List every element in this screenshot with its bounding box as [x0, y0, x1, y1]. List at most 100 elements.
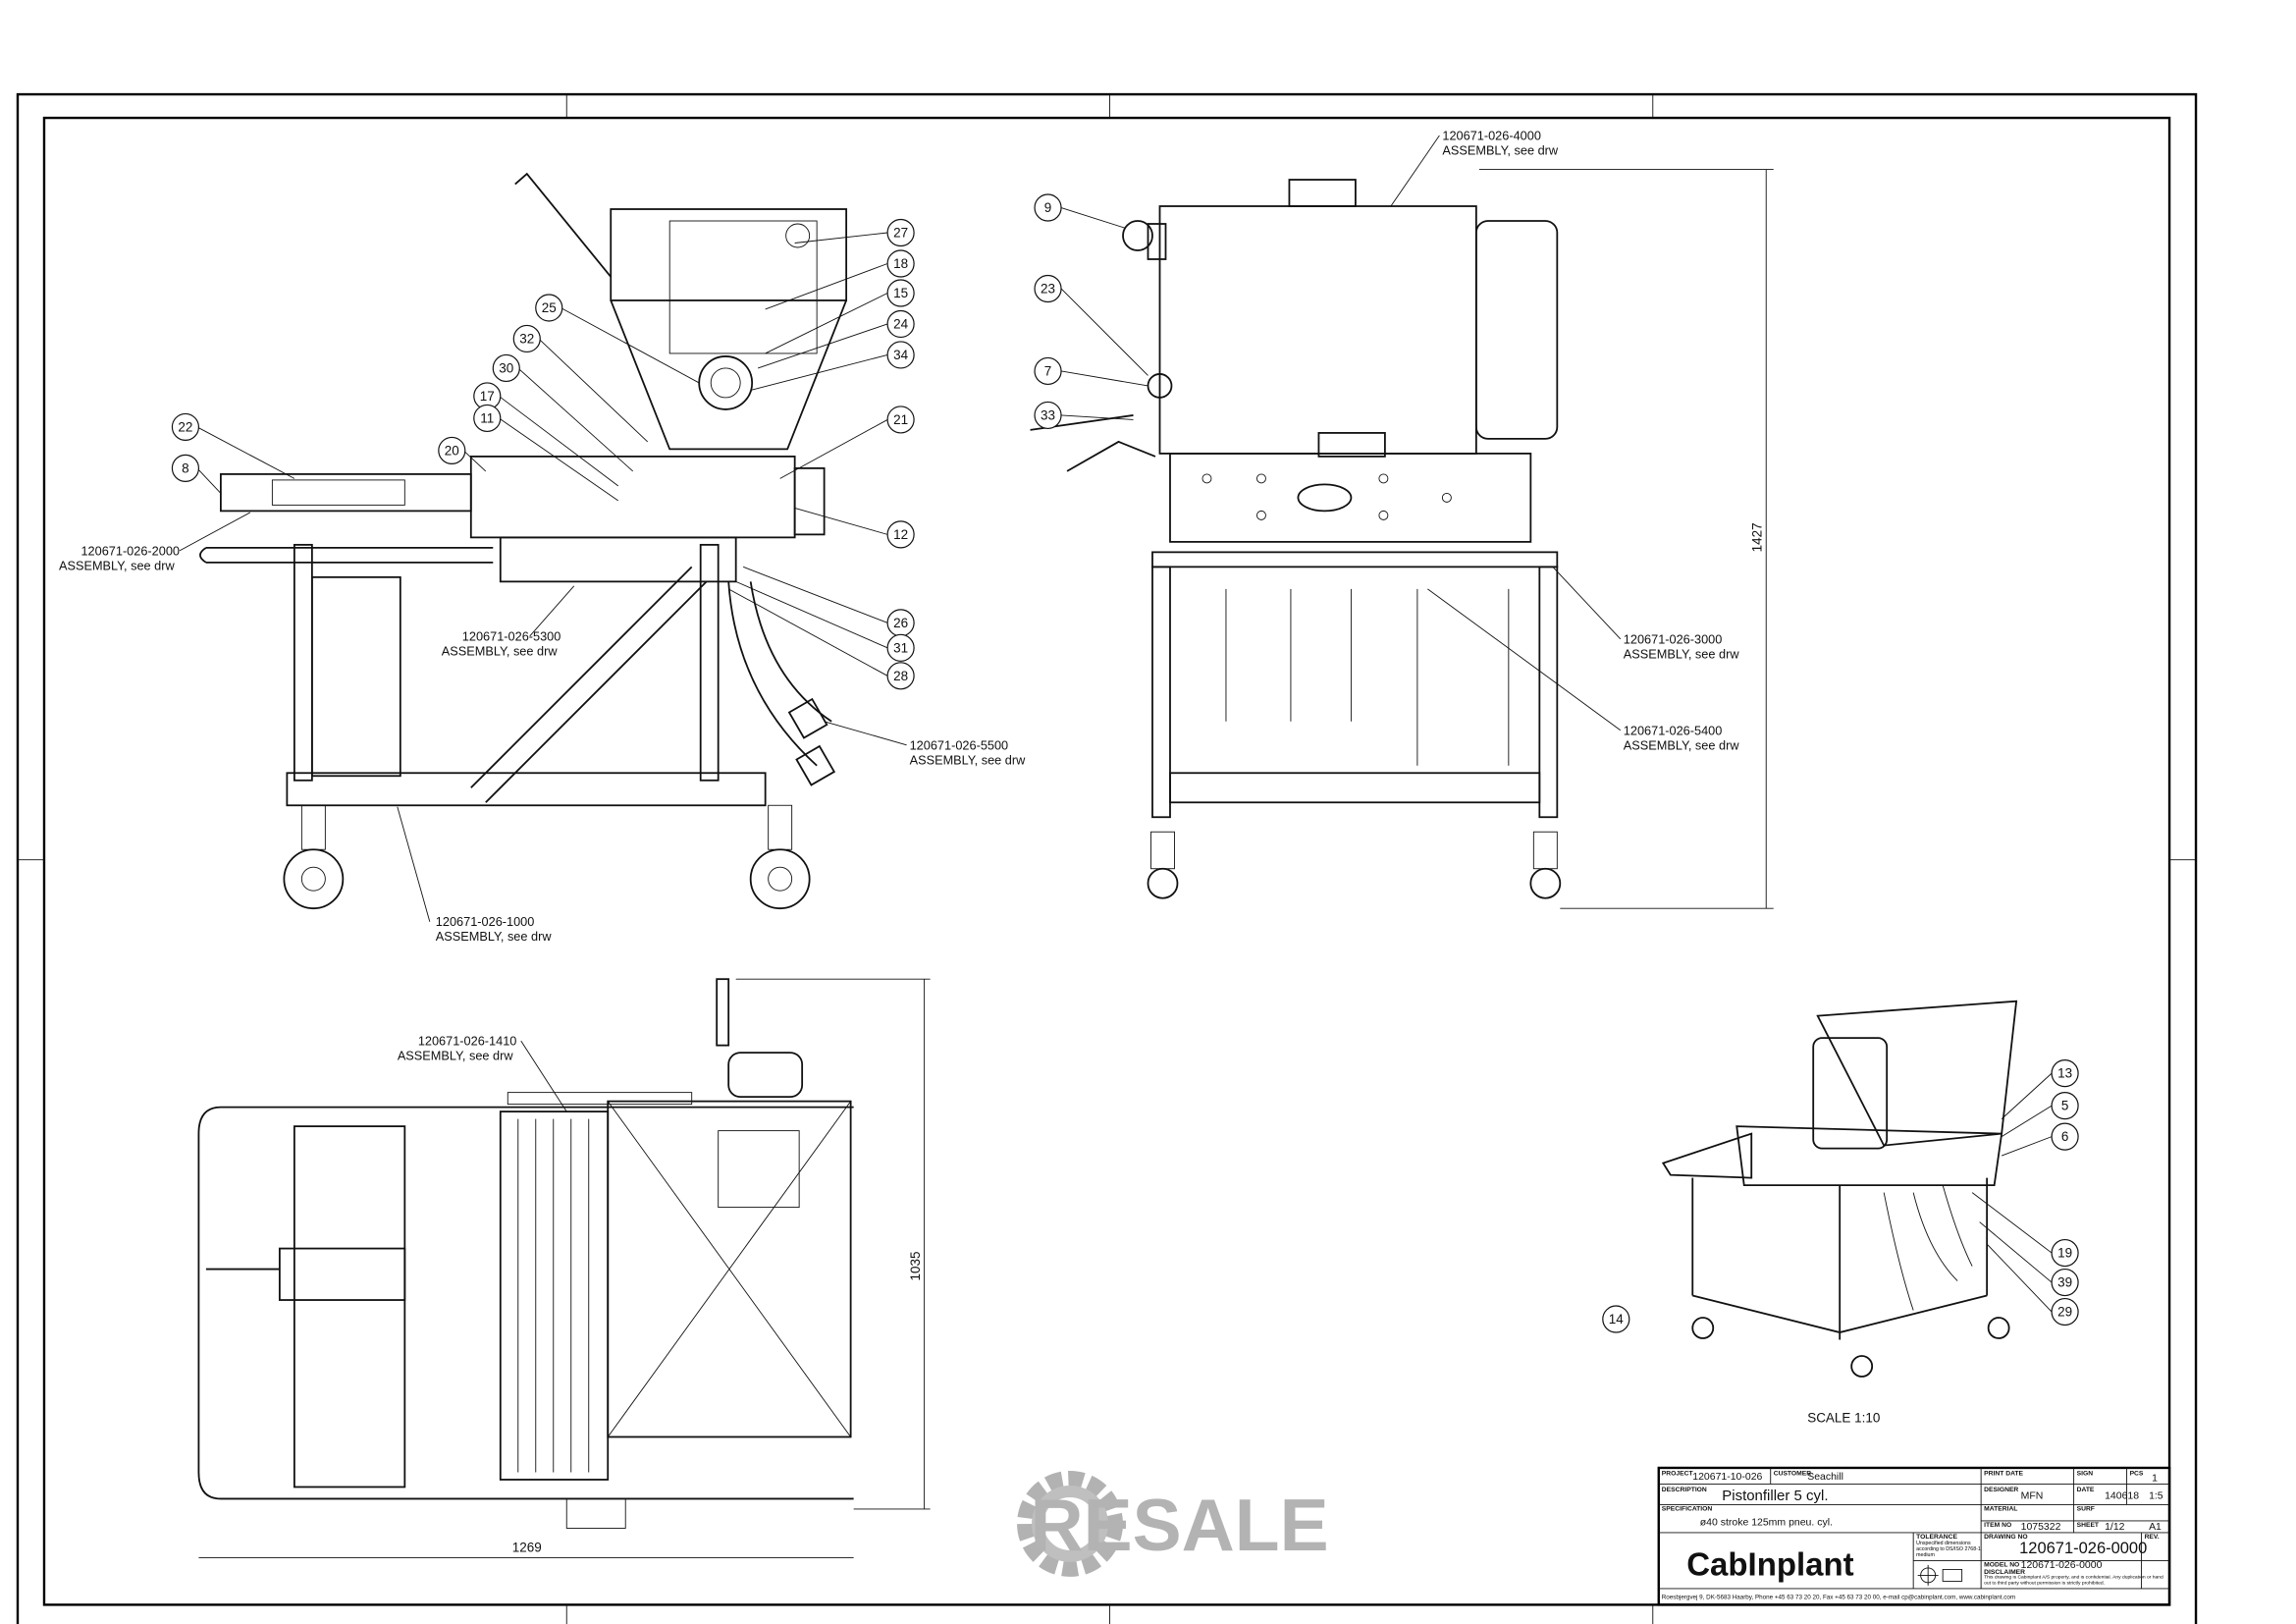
- assemblies-5-code: 120671-026-3000: [1624, 631, 1723, 646]
- callout-13: 13: [2051, 1059, 2079, 1088]
- title_block-print_date_label: PRINT DATE: [1984, 1470, 2023, 1477]
- callouts-front-10: 20: [445, 443, 459, 458]
- title_block-disclaimer_label: DISCLAIMER: [1984, 1569, 2025, 1576]
- assemblies-6-note: ASSEMBLY, see drw: [1624, 737, 1740, 752]
- callouts-iso-0: 13: [2057, 1066, 2072, 1081]
- callout-14: 14: [1602, 1305, 1630, 1333]
- title_block-specification: ø40 stroke 125mm pneu. cyl.: [1700, 1517, 1833, 1528]
- callout-34: 34: [886, 341, 915, 369]
- callouts-iso-4: 39: [2057, 1275, 2072, 1290]
- callout-18: 18: [886, 249, 915, 278]
- callout-31: 31: [886, 633, 915, 662]
- callout-39: 39: [2051, 1268, 2079, 1297]
- callouts-front-2: 15: [893, 286, 908, 300]
- callouts-front-1: 18: [893, 256, 908, 271]
- callout-12: 12: [886, 520, 915, 549]
- title_block-designer_label: DESIGNER: [1984, 1487, 2018, 1493]
- title_block-pcs_label: PCS: [2130, 1470, 2144, 1477]
- title_block-rev_label: REV.: [2145, 1534, 2160, 1541]
- callout-7: 7: [1034, 356, 1062, 386]
- title_block-format: A1: [2149, 1522, 2162, 1533]
- callouts-front-8: 17: [480, 389, 495, 404]
- title_block-date_label: DATE: [2077, 1487, 2095, 1493]
- callout-29: 29: [2051, 1297, 2079, 1326]
- top-view: 1035 1269: [197, 978, 931, 1558]
- title_block-drawing_no_label: DRAWING NO: [1984, 1534, 2028, 1541]
- callout-19: 19: [2051, 1238, 2079, 1268]
- callout-27: 27: [886, 218, 915, 247]
- callouts-iso-3: 19: [2057, 1246, 2072, 1261]
- callout-15: 15: [886, 279, 915, 307]
- title_block-pcs: 1: [2152, 1473, 2158, 1484]
- callouts-front-7: 30: [499, 360, 513, 375]
- callouts-side-2: 7: [1044, 363, 1052, 378]
- title_block-customer_label: CUSTOMER: [1774, 1470, 1812, 1477]
- company-address: Roesbjergvej 9, DK-5683 Haarby, Phone +4…: [1662, 1594, 2015, 1600]
- assemblies-1-note: ASSEMBLY, see drw: [442, 643, 559, 658]
- assemblies-3-note: ASSEMBLY, see drw: [436, 929, 553, 944]
- title_block-surf_label: SURF: [2077, 1505, 2095, 1512]
- drawing-description: Pistonfiller 5 cyl.: [1722, 1488, 1828, 1504]
- callout-20: 20: [438, 436, 466, 465]
- title-block: PROJECT 120671-10-026 CUSTOMER Seachill …: [1657, 1466, 2171, 1606]
- callouts-front-16: 31: [893, 640, 908, 655]
- callouts-iso-5: 29: [2057, 1305, 2072, 1320]
- title_block-item_no: 1075322: [2021, 1522, 2061, 1533]
- resale-watermark: RESALE: [1017, 1470, 1329, 1577]
- assemblies-1-code: 120671-026-5300: [462, 628, 561, 643]
- callout-30: 30: [492, 353, 520, 383]
- callout-25: 25: [535, 294, 563, 322]
- assemblies-4-code: 120671-026-4000: [1442, 129, 1541, 143]
- callout-21: 21: [886, 406, 915, 434]
- callout-11: 11: [473, 404, 502, 433]
- callout-23: 23: [1034, 274, 1062, 303]
- title_block-sheet: 1/12: [2105, 1522, 2125, 1533]
- callouts-front-3: 24: [893, 316, 908, 331]
- assemblies-6-code: 120671-026-5400: [1624, 723, 1723, 737]
- assemblies-5-note: ASSEMBLY, see drw: [1624, 646, 1740, 661]
- title_block-project_label: PROJECT: [1662, 1470, 1694, 1477]
- callouts-iso-6: 14: [1609, 1312, 1624, 1326]
- callouts-front-6: 32: [519, 331, 534, 346]
- tolerance-note: Unspecified dimensions according to DS/I…: [1916, 1540, 1981, 1558]
- title_block-description_label: DESCRIPTION: [1662, 1487, 1707, 1493]
- callouts-front-14: 12: [893, 527, 908, 542]
- callouts-front-17: 28: [893, 669, 908, 683]
- callout-17: 17: [473, 382, 502, 410]
- callouts-front-15: 26: [893, 616, 908, 630]
- callouts-front-5: 25: [542, 300, 557, 315]
- title_block-sign_label: SIGN: [2077, 1470, 2094, 1477]
- title_block-tolerance_label: TOLERANCE: [1916, 1534, 1957, 1541]
- front-view: [199, 172, 848, 910]
- callouts-side-1: 23: [1041, 281, 1055, 296]
- assemblies-2-note: ASSEMBLY, see drw: [910, 752, 1027, 767]
- callouts-iso-2: 6: [2061, 1129, 2069, 1144]
- callouts-side-3: 33: [1041, 407, 1055, 422]
- assemblies-7-note: ASSEMBLY, see drw: [398, 1049, 514, 1063]
- callouts-front-11: 22: [178, 419, 192, 434]
- callouts-front-13: 21: [893, 412, 908, 427]
- isometric-view: SCALE 1:10: [1661, 1000, 2018, 1425]
- cabinplant-logo: CabInplant: [1686, 1545, 1853, 1582]
- callout-balloons-side: 9 23 7 33: [1034, 193, 1148, 430]
- title_block-date: 140618: [2105, 1490, 2139, 1501]
- title_block-sheet_label: SHEET: [2077, 1522, 2100, 1529]
- callout-28: 28: [886, 662, 915, 690]
- callouts-iso-1: 5: [2061, 1099, 2069, 1113]
- drawing-number: 120671-026-0000: [2019, 1540, 2147, 1557]
- title_block-specification_label: SPECIFICATION: [1662, 1505, 1713, 1512]
- callout-balloons-front: 27 18 15 24 34 25 32 30 17 11 20 22 8 21…: [171, 218, 915, 690]
- assemblies-0-code: 120671-026-2000: [80, 543, 180, 558]
- callout-26: 26: [886, 609, 915, 637]
- callout-balloons-iso: 13 5 6 19 39 29 14: [1602, 1059, 2079, 1333]
- callouts-front-12: 8: [182, 460, 189, 475]
- dimension-side-height: 1427: [1750, 522, 1765, 552]
